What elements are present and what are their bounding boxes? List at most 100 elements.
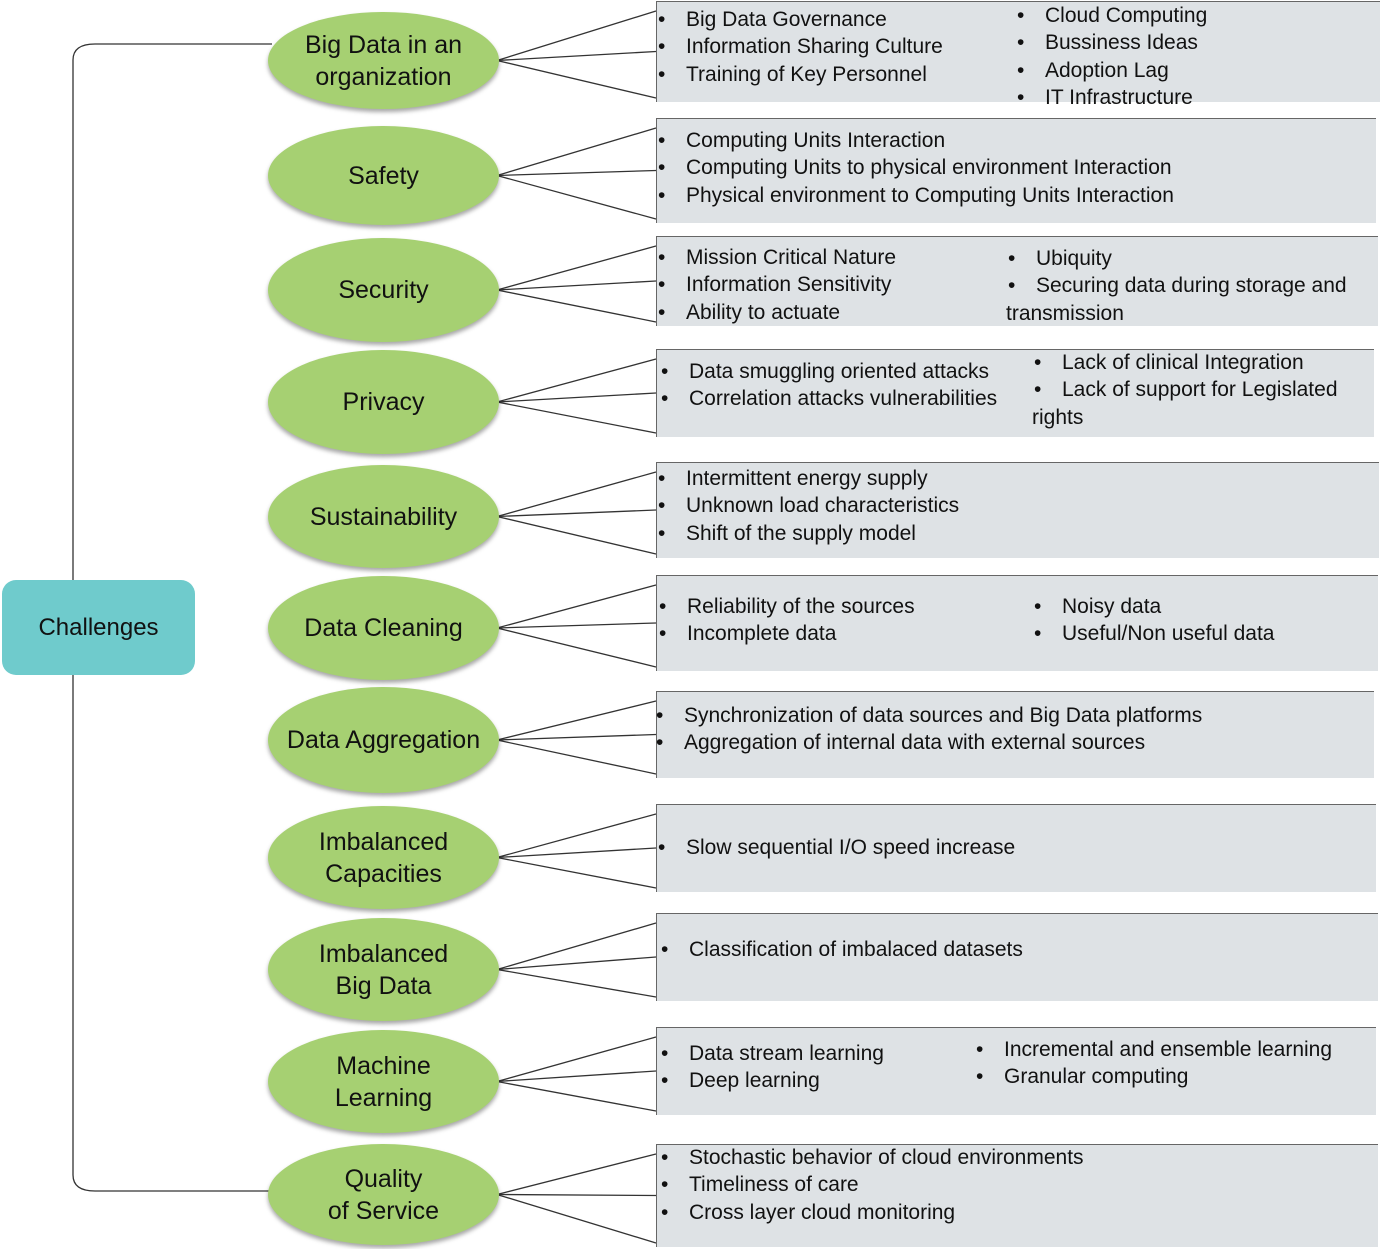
detail-item: Big Data Governance [656, 6, 943, 34]
detail-item: Granular computing [974, 1063, 1332, 1091]
detail-item: Data smuggling oriented attacks [659, 358, 997, 386]
root-label: Challenges [38, 613, 159, 641]
fan-line [496, 289, 657, 323]
fan-line [496, 1080, 657, 1112]
challenge-node-big-data-in-an-organization: Big Data in an organization [268, 12, 499, 109]
challenge-node-security: Security [268, 238, 499, 342]
detail-list: Cloud ComputingBussiness IdeasAdoption L… [1015, 2, 1207, 111]
detail-item: Bussiness Ideas [1015, 29, 1207, 57]
detail-item: Cloud Computing [1015, 2, 1207, 30]
detail-item: Ubiquity [1006, 245, 1347, 273]
detail-item: Reliability of the sources [657, 593, 915, 621]
detail-list: Incremental and ensemble learningGranula… [974, 1036, 1332, 1091]
fan-line [496, 847, 657, 859]
challenge-node-data-cleaning: Data Cleaning [268, 576, 499, 680]
fan-line [496, 392, 657, 403]
detail-item: Physical environment to Computing Units … [656, 182, 1174, 210]
detail-list: Noisy dataUseful/Non useful data [1032, 593, 1274, 648]
root-node-challenges: Challenges [2, 580, 195, 675]
detail-item: Shift of the supply model [656, 520, 959, 548]
detail-item: Unknown load characteristics [656, 492, 959, 520]
detail-item: Mission Critical Nature [656, 244, 896, 272]
bracket-top-line [72, 43, 272, 580]
challenge-node-safety: Safety [268, 126, 499, 225]
challenge-label: Data Cleaning [304, 614, 463, 642]
detail-list: Data smuggling oriented attacksCorrelati… [659, 358, 997, 413]
detail-item: Intermittent energy supply [656, 465, 959, 493]
fan-line [496, 471, 657, 518]
challenge-node-sustainability: Sustainability [268, 465, 499, 568]
challenge-node-imbalanced-big-data: Imbalanced Big Data [268, 918, 499, 1021]
detail-item: Training of Key Personnel [656, 61, 943, 89]
fan-line [496, 739, 657, 775]
challenge-node-imbalanced-capacities: Imbalanced Capacities [268, 806, 499, 909]
fan-line [496, 856, 657, 889]
detail-item: Ability to actuate [656, 299, 896, 327]
fan-line [496, 515, 657, 555]
challenge-label: Machine Learning [334, 1051, 433, 1112]
detail-item: Classification of imbalaced datasets [659, 936, 1023, 964]
fan-line [496, 50, 657, 62]
challenge-node-data-aggregation: Data Aggregation [268, 687, 499, 793]
fan-line [496, 1193, 657, 1197]
challenge-label: Security [338, 276, 429, 304]
challenge-label: Sustainability [309, 502, 458, 531]
fan-line [496, 922, 657, 971]
fan-line [496, 59, 657, 99]
fan-line [496, 509, 657, 518]
detail-item: Correlation attacks vulnerabilities [659, 385, 997, 413]
fan-line [496, 622, 657, 629]
detail-item: Lack of clinical Integration [1032, 349, 1338, 377]
challenge-label: Data Aggregation [286, 726, 481, 754]
detail-item: Cross layer cloud monitoring [659, 1199, 1084, 1227]
fan-line [496, 733, 657, 741]
fan-line [496, 358, 657, 403]
fan-line [496, 1036, 657, 1083]
detail-list: Slow sequential I/O speed increase [656, 834, 1015, 862]
detail-item: Stochastic behavior of cloud environment… [659, 1144, 1084, 1172]
fan-line [496, 627, 657, 668]
detail-item: Deep learning [659, 1067, 884, 1095]
challenge-node-privacy: Privacy [268, 350, 499, 454]
detail-item: Data stream learning [659, 1040, 884, 1068]
fan-line [496, 401, 657, 434]
detail-item: Adoption Lag [1015, 57, 1207, 85]
fan-line [496, 280, 657, 291]
detail-item: rights [1032, 405, 1084, 429]
detail-list: Data stream learningDeep learning [659, 1040, 884, 1095]
detail-list: Big Data GovernanceInformation Sharing C… [656, 6, 943, 88]
detail-list: Stochastic behavior of cloud environment… [659, 1144, 1084, 1226]
fan-line [496, 1070, 657, 1083]
challenge-label: Imbalanced Big Data [318, 939, 449, 1000]
challenge-label: Big Data in an organization [304, 30, 463, 91]
detail-item: IT Infrastructure [1015, 84, 1207, 112]
fan-line [496, 127, 657, 177]
detail-list: Lack of clinical IntegrationLack of supp… [1032, 349, 1338, 431]
fan-line [496, 813, 657, 859]
detail-item: Information Sharing Culture [656, 33, 943, 61]
fan-line [496, 174, 657, 220]
detail-item: Useful/Non useful data [1032, 620, 1274, 648]
detail-list: UbiquitySecuring data during storage and… [1006, 245, 1347, 327]
challenge-node-machine-learning: Machine Learning [268, 1030, 499, 1133]
fan-line [496, 10, 657, 62]
detail-item: Lack of support for Legislated [1032, 376, 1338, 404]
bracket-bottom-line [72, 675, 270, 1192]
challenge-node-quality-of-service: Quality of Service [268, 1144, 499, 1245]
detail-item: Securing data during storage and [1006, 272, 1347, 300]
fan-line [496, 245, 657, 291]
challenge-label: Privacy [342, 388, 425, 416]
fan-line [496, 956, 657, 971]
fan-line [496, 169, 657, 177]
detail-item: Slow sequential I/O speed increase [656, 834, 1015, 862]
detail-item: Aggregation of internal data with extern… [654, 729, 1202, 757]
detail-item: Information Sensitivity [656, 271, 896, 299]
detail-list: Synchronization of data sources and Big … [654, 702, 1202, 757]
detail-list: Reliability of the sourcesIncomplete dat… [657, 593, 915, 648]
challenge-label: Imbalanced Capacities [318, 827, 449, 888]
detail-item: transmission [1006, 301, 1124, 325]
detail-list: Classification of imbalaced datasets [659, 936, 1023, 964]
fan-line [496, 1193, 657, 1244]
fan-line [496, 584, 657, 629]
